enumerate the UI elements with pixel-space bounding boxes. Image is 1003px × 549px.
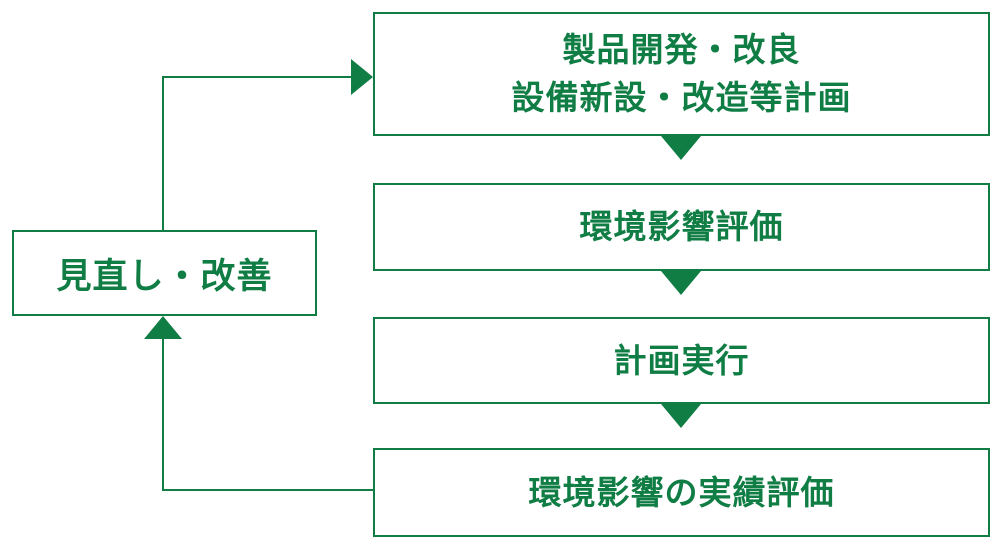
plan-development-label-line2: 設備新設・改造等計画 <box>511 79 852 116</box>
results-evaluation-label: 環境影響の実績評価 <box>528 473 835 511</box>
arrow-up-icon <box>144 316 182 339</box>
arrow-right-icon <box>351 59 373 95</box>
arrow-down-icon <box>661 404 701 428</box>
results-evaluation-box: 環境影響の実績評価 <box>373 448 990 537</box>
review-to-plan-connector-horizontal <box>162 76 352 78</box>
results-to-review-connector-horizontal <box>162 489 374 491</box>
review-improvement-box: 見直し・改善 <box>12 230 317 316</box>
plan-execution-label: 計画実行 <box>613 341 750 379</box>
plan-development-label-line1: 製品開発・改良 <box>562 31 801 69</box>
arrow-down-icon <box>661 271 701 295</box>
impact-assessment-box: 環境影響評価 <box>373 183 990 271</box>
review-to-plan-connector-vertical <box>162 76 164 230</box>
review-improvement-label: 見直し・改善 <box>56 256 273 296</box>
arrow-down-icon <box>661 136 701 160</box>
plan-development-box: 製品開発・改良 設備新設・改造等計画 <box>373 12 990 136</box>
results-to-review-connector-vertical <box>162 338 164 491</box>
plan-execution-box: 計画実行 <box>373 317 990 404</box>
impact-assessment-label: 環境影響評価 <box>579 208 784 246</box>
